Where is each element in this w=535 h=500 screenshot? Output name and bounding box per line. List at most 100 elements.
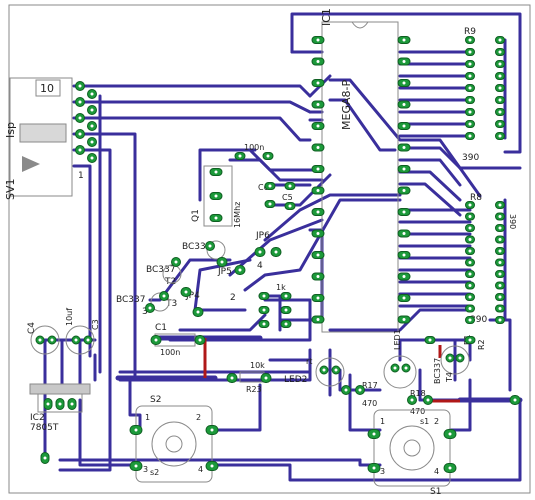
pad-drill-hole <box>468 134 472 138</box>
pad-drill-hole <box>78 148 82 152</box>
pad-drill-hole <box>448 432 452 436</box>
s1-pin2: 2 <box>434 417 439 426</box>
pad-drill-hole <box>322 368 326 372</box>
pads-layer <box>35 36 521 473</box>
ic2-label: IC2 <box>30 413 45 423</box>
pad-drill-hole <box>498 50 502 54</box>
pad-drill-hole <box>316 232 320 235</box>
pad-drill-hole <box>316 318 320 321</box>
pad-drill-hole <box>208 244 212 248</box>
ic2-value: 7805T <box>30 423 59 433</box>
pad-drill-hole <box>468 50 472 54</box>
pad-drill-hole <box>468 307 472 310</box>
pad-drill-hole <box>78 116 82 120</box>
jp4-pin3: 3 <box>142 307 148 317</box>
r17-label: R17 <box>362 381 378 390</box>
bc337-b-label: BC337 <box>146 265 175 275</box>
pad-drill-hole <box>214 194 218 198</box>
r23-label: R23 <box>246 385 262 394</box>
pad-drill-hole <box>134 428 138 432</box>
s2-pin2: 2 <box>196 413 201 422</box>
pad-drill-hole <box>230 376 234 380</box>
pad-drill-hole <box>498 295 502 299</box>
pad-drill-hole <box>402 253 406 257</box>
pad-drill-hole <box>214 216 218 220</box>
pad-drill-hole <box>238 268 242 272</box>
pad-drill-hole <box>274 250 278 254</box>
isp-pin-one: 1 <box>78 171 84 181</box>
r9-value: 390 <box>462 153 479 163</box>
s2-center-label: s2 <box>150 468 159 477</box>
pad-drill-hole <box>46 402 50 406</box>
pad-drill-hole <box>498 122 502 126</box>
bc337-c-label: BC337 <box>116 295 145 305</box>
pad-drill-hole <box>284 294 288 298</box>
cap-100n-label: 100n <box>244 143 264 152</box>
pad-drill-hole <box>38 338 42 342</box>
pad-drill-hole <box>498 38 502 42</box>
ic1-label: IC1 <box>320 8 333 26</box>
pad-drill-hole <box>162 294 166 298</box>
pad-drill-hole <box>468 203 472 207</box>
r17-value: 470 <box>362 399 377 408</box>
t4-part: BC337 <box>433 358 442 384</box>
r2-label: R2 <box>477 339 486 350</box>
pad-drill-hole <box>402 189 406 192</box>
resistor-arrays: R9 390 R8 390 390 <box>462 27 517 325</box>
crystal-label: Q1 <box>191 209 201 222</box>
jp6-pin4: 4 <box>257 261 263 271</box>
pad-drill-hole <box>358 388 362 392</box>
s1-label: S1 <box>430 487 441 497</box>
pad-drill-hole <box>196 310 200 314</box>
pad-drill-hole <box>468 86 472 90</box>
pad-drill-hole <box>402 146 406 149</box>
ic1-part-label: MEGA8-P <box>340 80 353 130</box>
power-section: C4 10uf C3 IC2 7805T <box>27 308 100 433</box>
pad-drill-hole <box>316 210 320 214</box>
ic2-heatsink <box>29 383 91 395</box>
pad-drill-hole <box>316 167 320 171</box>
pad-drill-hole <box>334 368 338 372</box>
pad-drill-hole <box>316 60 320 63</box>
pad-drill-hole <box>316 146 320 149</box>
pad-drill-hole <box>393 366 397 370</box>
pad-drill-hole <box>468 122 472 126</box>
pad-drill-hole <box>498 203 502 207</box>
pad-drill-hole <box>448 356 452 360</box>
pad-drill-hole <box>410 398 414 402</box>
resistor-1k-label: 1k <box>276 283 286 292</box>
pad-drill-hole <box>426 398 430 402</box>
pad-drill-hole <box>210 464 214 468</box>
s1-center-label: s1 <box>420 417 429 426</box>
pad-drill-hole <box>468 338 472 342</box>
pad-drill-hole <box>284 308 288 312</box>
s1-pin4: 4 <box>434 467 439 476</box>
transistor-group-left: BC337 BC337 BC337 JP6 JP5 JP4 T2 T3 4 2 … <box>116 231 286 317</box>
jp4-label: JP4 <box>185 291 200 301</box>
pad-drill-hole <box>90 92 94 96</box>
pad-drill-hole <box>238 154 242 158</box>
led1-label: LED1 <box>393 329 402 350</box>
pad-drill-hole <box>468 272 472 276</box>
led2-label: LED2 <box>284 375 307 385</box>
pad-drill-hole <box>513 398 517 402</box>
pad-drill-hole <box>148 306 152 310</box>
pad-drill-hole <box>316 189 320 192</box>
s1-pin1: 1 <box>380 417 385 426</box>
ic1-component: IC1 MEGA8-P <box>320 8 399 333</box>
isp-connector: 10 SV1 Isp 1 <box>4 77 84 200</box>
pad-drill-hole <box>288 184 292 188</box>
pad-drill-hole <box>468 249 472 253</box>
crystal-q1: Q1 16Mhz 100n C6 C5 <box>191 143 293 228</box>
pad-drill-hole <box>498 249 502 253</box>
r23-value: 10k <box>250 361 265 370</box>
pad-drill-hole <box>498 86 502 90</box>
pad-drill-hole <box>344 388 348 392</box>
pad-drill-hole <box>498 318 502 322</box>
pad-drill-hole <box>262 322 266 326</box>
pad-drill-hole <box>468 38 472 42</box>
pad-drill-hole <box>498 284 502 287</box>
s2-pin4: 4 <box>198 465 203 474</box>
